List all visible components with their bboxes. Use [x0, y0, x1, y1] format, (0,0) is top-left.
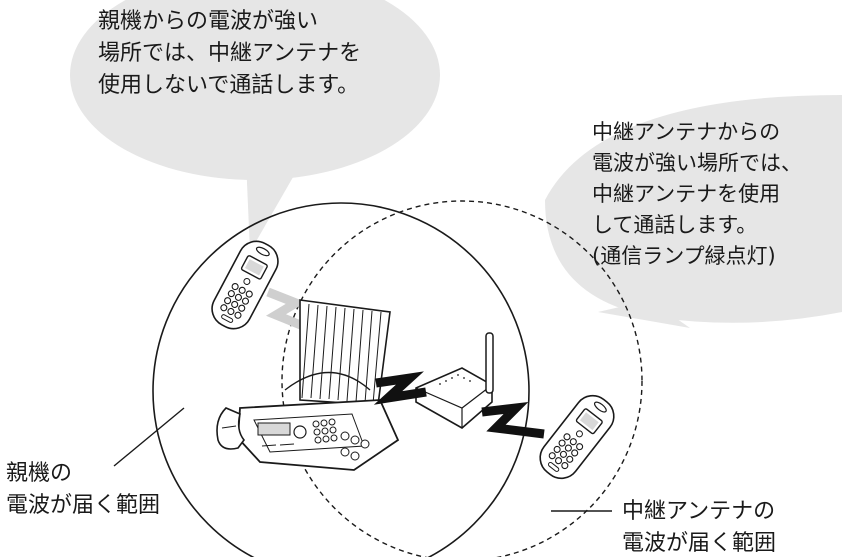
base-range-label-line: 親機の	[6, 461, 73, 486]
bubble-right-line: (通信ランプ緑点灯)	[592, 244, 776, 268]
speech-bubble-right	[545, 95, 842, 328]
bubble-left-line: 使用しないで通話します。	[98, 73, 360, 98]
bubble-right-text: 中継アンテナからの 電波が強い場所では、 中継アンテナを使用 して通話します。 …	[592, 117, 802, 272]
bubble-left-line: 親機からの電波が強い	[98, 9, 319, 34]
base-range-label-line: 電波が届く範囲	[6, 493, 161, 518]
base-unit-range-circle	[152, 202, 530, 557]
handset-right	[539, 394, 615, 480]
repeater-range-label: 中継アンテナの 電波が届く範囲	[622, 496, 776, 560]
signal-repeater-to-handset	[481, 402, 545, 439]
base-unit-fax	[216, 299, 400, 471]
base-range-label: 親機の 電波が届く範囲	[6, 458, 160, 522]
signal-base-to-repeater	[373, 371, 427, 405]
repeater-antenna	[415, 332, 494, 429]
bubble-left-text: 親機からの電波が強い 場所では、中継アンテナを 使用しないで通話します。	[98, 6, 361, 102]
repeater-range-label-line: 電波が届く範囲	[622, 531, 777, 556]
bubble-left-line: 場所では、中継アンテナを	[98, 41, 362, 66]
bubble-right-line: して通話します。	[592, 213, 758, 237]
repeater-range-circle	[281, 200, 643, 557]
signal-base-to-handset	[265, 287, 310, 333]
base-range-leader-line	[113, 407, 185, 467]
repeater-range-label-line: 中継アンテナの	[622, 499, 776, 524]
bubble-right-line: 中継アンテナを使用	[592, 182, 781, 206]
speech-bubble-left	[70, 0, 440, 252]
bubble-right-line: 電波が強い場所では、	[592, 151, 802, 175]
bubble-right-line: 中継アンテナからの	[592, 120, 781, 144]
handset-left	[211, 240, 279, 330]
